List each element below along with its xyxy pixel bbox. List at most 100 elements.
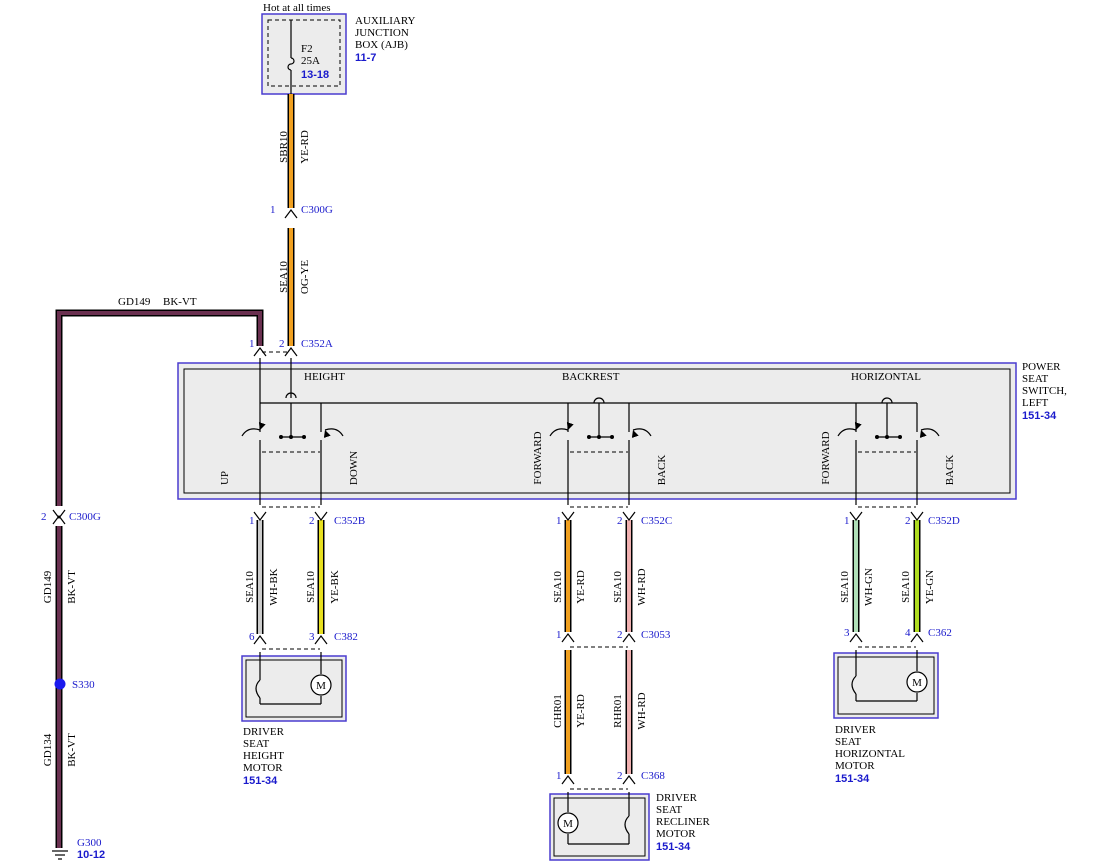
motor-name-line: MOTOR [835,760,875,772]
label-back: BACK [656,455,668,486]
wire-label-circuit: GD149 [42,570,54,603]
connector-name: C300G [69,511,101,523]
wire-label-circuit: SEA10 [839,571,851,603]
motor-name-line: HORIZONTAL [835,748,905,760]
connector-labels: 1 C300G 1 2 C352A 2 C300G 1 2 C352B 1 2 … [41,204,960,782]
motor-name-line: DRIVER [835,724,877,736]
wire-label-color: BK-VT [66,570,78,604]
wire-label-color: BK-VT [66,733,78,767]
motor-symbol: M [912,677,922,689]
ajb-name-line-1: AUXILIARY [355,15,416,27]
connector-name: C3053 [641,629,671,641]
wire-label-circuit: RHR01 [612,694,624,728]
wires-layer [55,94,921,848]
connector-name: C352A [301,338,333,350]
fuse-ref: 13-18 [301,69,329,81]
wire-label-color: YE-RD [575,694,587,728]
wire-label-circuit: SEA10 [900,571,912,603]
fuse-amps: 25A [301,55,320,67]
connector-marks [52,209,924,790]
motor-name-line: DRIVER [243,726,285,738]
connector-name: C300G [301,204,333,216]
connector-pin: 3 [844,627,850,639]
ground-ref: 10-12 [77,849,105,861]
label-up: UP [219,471,231,485]
label-forward: FORWARD [820,431,832,484]
connector-pin: 2 [905,515,911,527]
height-motor: M DRIVER SEAT HEIGHT MOTOR 151-34 [241,652,347,787]
motor-name-line: SEAT [835,736,862,748]
wire-label-color: YE-RD [575,570,587,604]
auxiliary-junction-box: Hot at all times F2 25A 13-18 AUXILIARY … [261,2,416,95]
wire-label-circuit: GD149 [118,296,151,308]
connector-pin: 2 [309,515,315,527]
connector-pin: 1 [556,515,562,527]
wire-label-circuit: SEA10 [552,571,564,603]
connector-pin: 4 [905,627,911,639]
connector-pin: 2 [617,629,623,641]
label-back: BACK [944,455,956,486]
connector-pin: 2 [279,338,285,350]
motor-ref: 151-34 [835,773,870,785]
wire-label-color: YE-GN [924,570,936,604]
wire-label-color: WH-RD [636,568,648,605]
ajb-ref: 11-7 [355,52,376,64]
connector-pin: 6 [249,631,255,643]
ground-name: G300 [77,837,102,849]
wire-label-circuit: SEA10 [244,571,256,603]
wire-label-color: WH-BK [268,568,280,605]
wire-label-color: YE-BK [329,570,341,604]
section-backrest: BACKREST [562,371,620,383]
wire-label-color: WH-GN [863,568,875,606]
connector-name: C352B [334,515,365,527]
motor-name-line: DRIVER [656,792,698,804]
connector-name: C368 [641,770,665,782]
connector-pin: 1 [249,338,255,350]
wire-label-color: OG-YE [299,260,311,294]
switch-ref: 151-34 [1022,410,1057,422]
splice-s330: S330 [54,678,95,691]
motor-name-line: MOTOR [656,828,696,840]
ajb-name-line-3: BOX (AJB) [355,39,408,51]
connector-name: C352C [641,515,672,527]
motor-name-line: MOTOR [243,762,283,774]
switch-name-line-4: LEFT [1022,397,1049,409]
switch-name-line-3: SWITCH, [1022,385,1067,397]
wire-label-color: YE-RD [299,130,311,164]
motor-ref: 151-34 [656,841,691,853]
hot-at-all-times-label: Hot at all times [263,2,331,14]
motor-name-line: SEAT [656,804,683,816]
height-switch: UP DOWN [219,403,360,505]
wire-label-circuit: SEA10 [278,261,290,293]
label-down: DOWN [348,451,360,485]
connector-name: C382 [334,631,358,643]
motor-ref: 151-34 [243,775,278,787]
wire-labels: SBR10 YE-RD SEA10 OG-YE GD149 BK-VT GD14… [42,130,936,767]
connector-name: C362 [928,627,952,639]
ajb-name-line-2: JUNCTION [355,27,409,39]
switch-name-line-2: SEAT [1022,373,1049,385]
section-horizontal: HORIZONTAL [851,371,921,383]
connector-pin: 1 [556,629,562,641]
wire-label-circuit: SEA10 [305,571,317,603]
connector-name: C352D [928,515,960,527]
wire-label-circuit: CHR01 [552,694,564,728]
connector-pin: 2 [617,515,623,527]
fuse-label: F2 [301,43,313,55]
connector-pin: 1 [556,770,562,782]
power-seat-switch: POWER SEAT SWITCH, LEFT 151-34 HEIGHT BA… [177,358,1067,505]
connector-pin: 3 [309,631,315,643]
horizontal-motor: M DRIVER SEAT HORIZONTAL MOTOR 151-34 [833,650,939,785]
connector-pin: 1 [249,515,255,527]
connector-pin: 1 [270,204,276,216]
connector-pin: 2 [41,511,47,523]
motor-name-line: RECLINER [656,816,710,828]
connector-pin: 2 [617,770,623,782]
wire-label-color: BK-VT [163,296,197,308]
connector-pin: 1 [844,515,850,527]
wire-gd149-bk-vt [57,311,262,506]
label-forward: FORWARD [532,431,544,484]
horizontal-switch: FORWARD BACK [820,397,956,505]
wire-label-circuit: GD134 [42,733,54,766]
motor-name-line: HEIGHT [243,750,284,762]
